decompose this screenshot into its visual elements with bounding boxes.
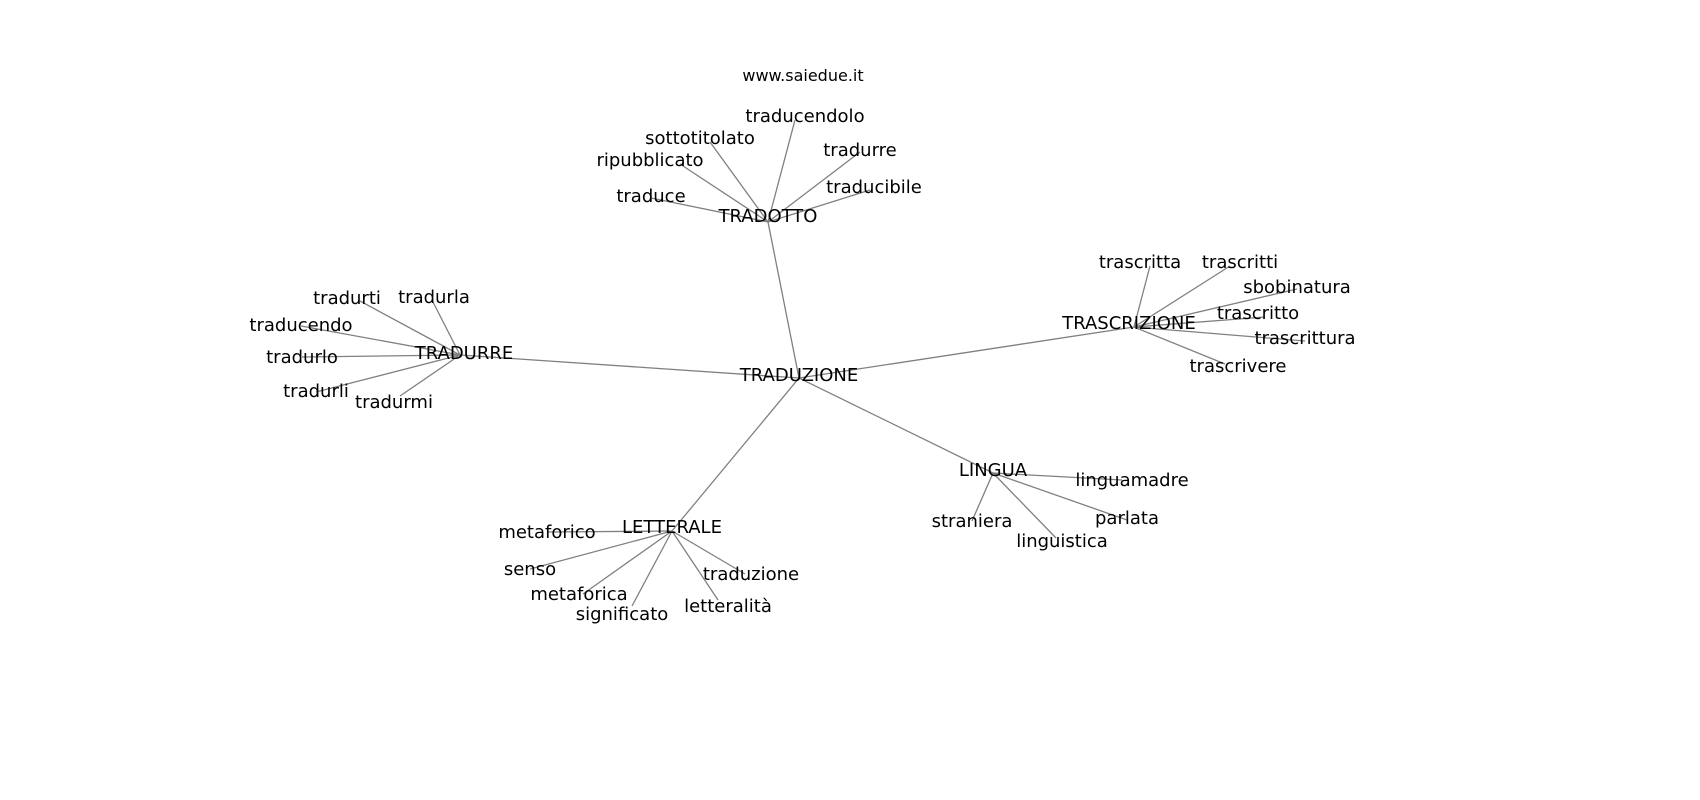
edges [300, 119, 1306, 607]
leaf-node-label: traduzione [703, 564, 799, 585]
leaf-node-label: sottotitolato [645, 128, 755, 149]
leaf-node-label: trascritto [1217, 303, 1299, 324]
edge-hub-to-leaf [582, 530, 673, 595]
edge-hub-to-leaf [992, 472, 1128, 521]
leaf-node-label: metaforica [530, 584, 627, 605]
edge-hub-to-leaf [529, 530, 673, 570]
leaf-node-label: senso [504, 559, 556, 580]
node-labels: TRADUZIONE TRADOTTO traduce ripubblicatosot… [249, 106, 1355, 625]
edge-hub-to-leaf [301, 354, 461, 358]
leaf-node-label: tradurre [823, 140, 897, 161]
edge-hub-to-leaf [671, 530, 719, 601]
edge-hub-to-leaf [315, 354, 461, 393]
leaf-node-label: trascrivere [1190, 356, 1287, 377]
edge-hub-to-leaf [1133, 288, 1298, 328]
edge-hub-to-leaf [992, 472, 1123, 481]
edge-root-to-hub [767, 221, 800, 379]
leaf-node-label: metaforico [498, 522, 595, 543]
edge-hub-to-leaf [767, 151, 861, 223]
edge-hub-to-leaf [300, 325, 461, 356]
leaf-node-label: ripubblicato [596, 150, 703, 171]
hub-node-label: TRADOTTO [718, 206, 818, 227]
leaf-node-label: traducendo [249, 315, 352, 336]
edge-hub-to-leaf [359, 300, 461, 356]
edge-root-to-hub [798, 326, 1135, 379]
leaf-node-label: tradurti [313, 288, 381, 309]
leaf-node-label: letteralità [684, 596, 772, 617]
diagram-title: www.saiedue.it [742, 66, 864, 85]
edge-hub-to-leaf [709, 141, 769, 223]
edge-hub-to-leaf [1133, 265, 1151, 328]
hub-node-label: LETTERALE [622, 517, 722, 538]
hub-node-label: TRASCRIZIONE [1061, 313, 1196, 334]
leaf-node-label: tradurlo [266, 347, 338, 368]
leaf-node-label: trascrittura [1254, 328, 1355, 349]
hub-node-label: TRADURRE [414, 343, 514, 364]
leaf-node-label: significato [576, 604, 669, 625]
leaf-node-label: straniera [932, 511, 1013, 532]
leaf-node-label: traducendolo [745, 106, 864, 127]
edge-hub-to-leaf [650, 197, 769, 223]
leaf-node-label: tradurmi [355, 392, 433, 413]
root-node-label: TRADUZIONE [739, 365, 858, 386]
leaf-node-label: tradurla [398, 287, 470, 308]
edge-root-to-hub [671, 377, 800, 532]
edge-hub-to-leaf [546, 530, 673, 533]
edge-root-to-hub [798, 377, 994, 474]
edge-root-to-hub [459, 354, 800, 379]
edge-hub-to-leaf [1133, 316, 1266, 328]
leaf-node-label: trascritta [1099, 252, 1181, 273]
leaf-node-label: traduce [616, 186, 685, 207]
edge-hub-to-leaf [767, 119, 796, 223]
edge-hub-to-leaf [399, 354, 461, 397]
edge-hub-to-leaf [1133, 326, 1226, 365]
edge-hub-to-leaf [431, 299, 461, 356]
hub-node-label: LINGUA [959, 460, 1028, 481]
edge-hub-to-leaf [1133, 265, 1231, 328]
leaf-node-label: traducibile [826, 177, 922, 198]
leaf-node-label: linguistica [1016, 531, 1108, 552]
leaf-node-label: parlata [1095, 508, 1159, 529]
edge-hub-to-leaf [631, 530, 673, 607]
leaf-node-label: trascritti [1202, 252, 1278, 273]
leaf-node-label: linguamadre [1075, 470, 1188, 491]
edge-hub-to-leaf [1133, 326, 1306, 342]
leaf-node-label: sbobinatura [1243, 277, 1351, 298]
edge-hub-to-leaf [767, 189, 871, 223]
edge-hub-to-leaf [679, 163, 769, 223]
leaf-node-label: tradurli [283, 381, 349, 402]
edge-hub-to-leaf [971, 472, 994, 522]
edge-hub-to-leaf [992, 472, 1057, 539]
edge-hub-to-leaf [671, 530, 746, 575]
